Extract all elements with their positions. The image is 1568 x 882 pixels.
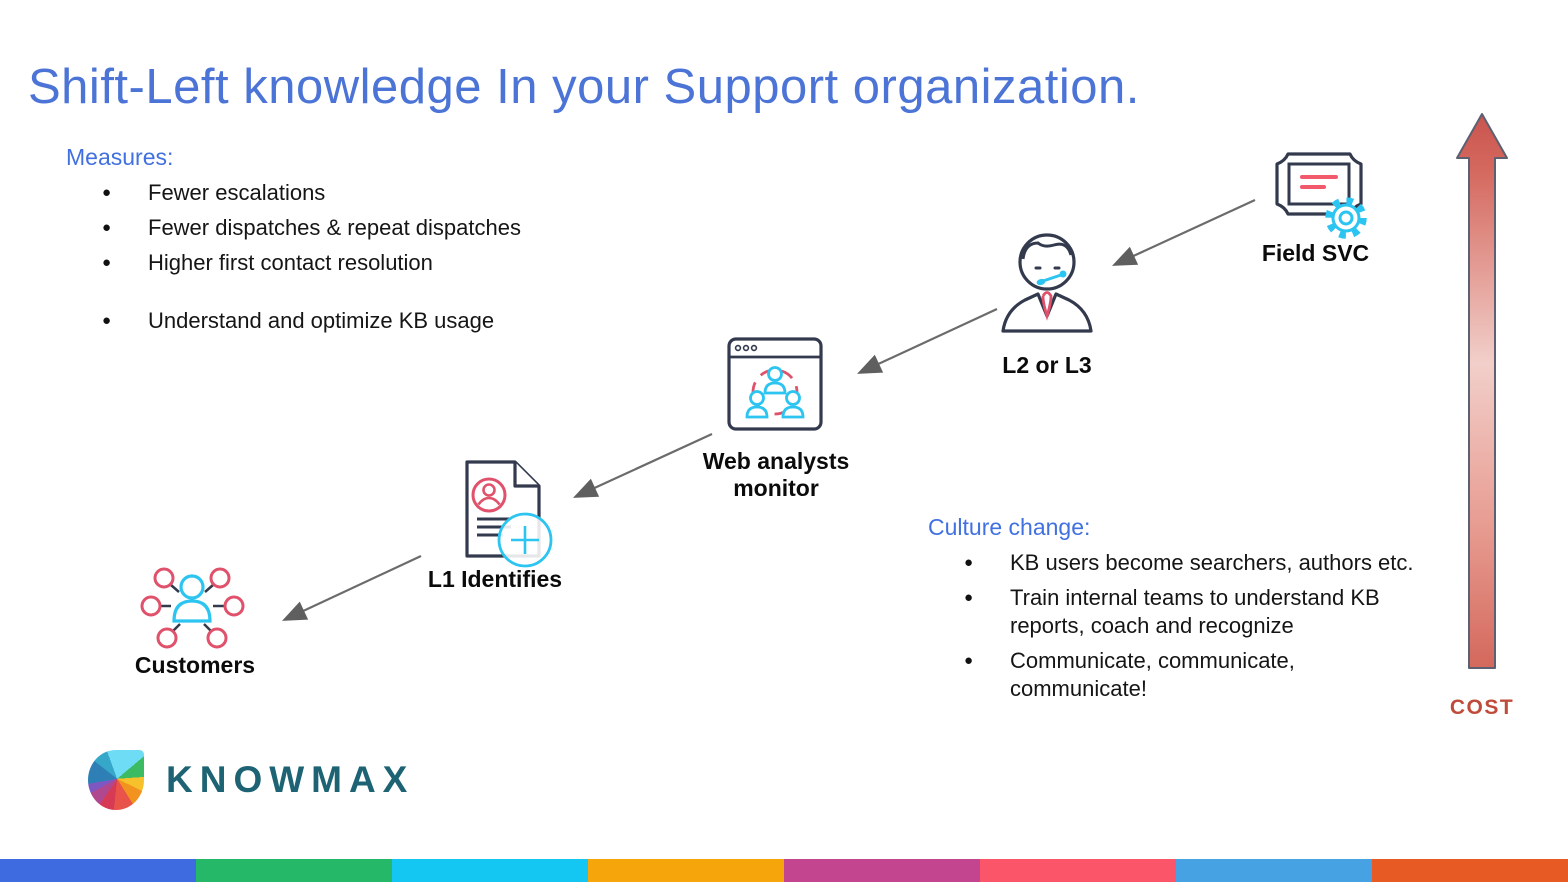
list-item: ● Train internal teams to understand KB … [928, 584, 1468, 640]
node-label-l2-or-l3: L2 or L3 [1002, 352, 1092, 378]
stripe-segment [1176, 859, 1372, 882]
measures-section: Measures: ● Fewer escalations ● Fewer di… [66, 144, 626, 342]
node-label-customers: Customers [134, 652, 256, 678]
list-item: ● Fewer dispatches & repeat dispatches [66, 214, 626, 242]
knowmax-logo: KNOWMAX [88, 750, 414, 810]
bullet-icon: ● [102, 254, 112, 271]
node-customers [140, 566, 245, 659]
stripe-segment [196, 859, 392, 882]
gear-icon [1325, 197, 1367, 239]
stripe-segment [0, 859, 196, 882]
culture-change-heading: Culture change: [928, 514, 1091, 540]
culture-change-list: ● KB users become searchers, authors etc… [928, 549, 1468, 703]
node-web-analysts [726, 336, 824, 437]
stripe-segment [588, 859, 784, 882]
customers-network-icon [140, 567, 245, 649]
cost-label: COST [1449, 696, 1515, 719]
stripe-segment [1372, 859, 1568, 882]
node-label-l1-identifies: L1 Identifies [427, 566, 563, 592]
bullet-icon: ● [102, 219, 112, 236]
measures-list: ● Fewer escalations ● Fewer dispatches &… [66, 179, 626, 335]
culture-change-section: Culture change: ● KB users become search… [928, 514, 1468, 710]
node-l2-or-l3 [998, 228, 1096, 341]
bullet-icon: ● [102, 312, 112, 329]
bullet-icon: ● [964, 554, 974, 571]
node-l1-identifies [455, 456, 555, 573]
browser-team-icon [727, 337, 823, 431]
arrow-field-to-l2 [1112, 199, 1256, 266]
footer-color-stripe [0, 859, 1568, 882]
page-title: Shift-Left knowledge In your Support org… [28, 59, 1140, 114]
knowmax-logo-icon [88, 750, 144, 810]
list-item: ● Communicate, communicate, communicate! [928, 647, 1468, 703]
bullet-icon: ● [964, 652, 974, 669]
stripe-segment [784, 859, 980, 882]
support-agent-icon [1001, 233, 1093, 333]
stripe-segment [980, 859, 1176, 882]
document-search-icon [465, 460, 553, 568]
node-label-web-analysts: Web analysts monitor [702, 448, 850, 501]
node-field-svc [1262, 148, 1374, 249]
node-label-field-svc: Field SVC [1261, 240, 1370, 266]
bullet-icon: ● [964, 589, 974, 606]
list-item: ● Understand and optimize KB usage [66, 307, 626, 335]
certificate-gear-icon [1275, 152, 1367, 239]
knowmax-logo-text: KNOWMAX [166, 759, 415, 800]
stripe-segment [392, 859, 588, 882]
measures-heading: Measures: [66, 144, 174, 170]
list-item: ● KB users become searchers, authors etc… [928, 549, 1468, 577]
cost-arrow [1456, 113, 1508, 669]
list-item: ● Higher first contact resolution [66, 249, 626, 277]
list-item: ● Fewer escalations [66, 179, 626, 207]
bullet-icon: ● [102, 184, 112, 201]
